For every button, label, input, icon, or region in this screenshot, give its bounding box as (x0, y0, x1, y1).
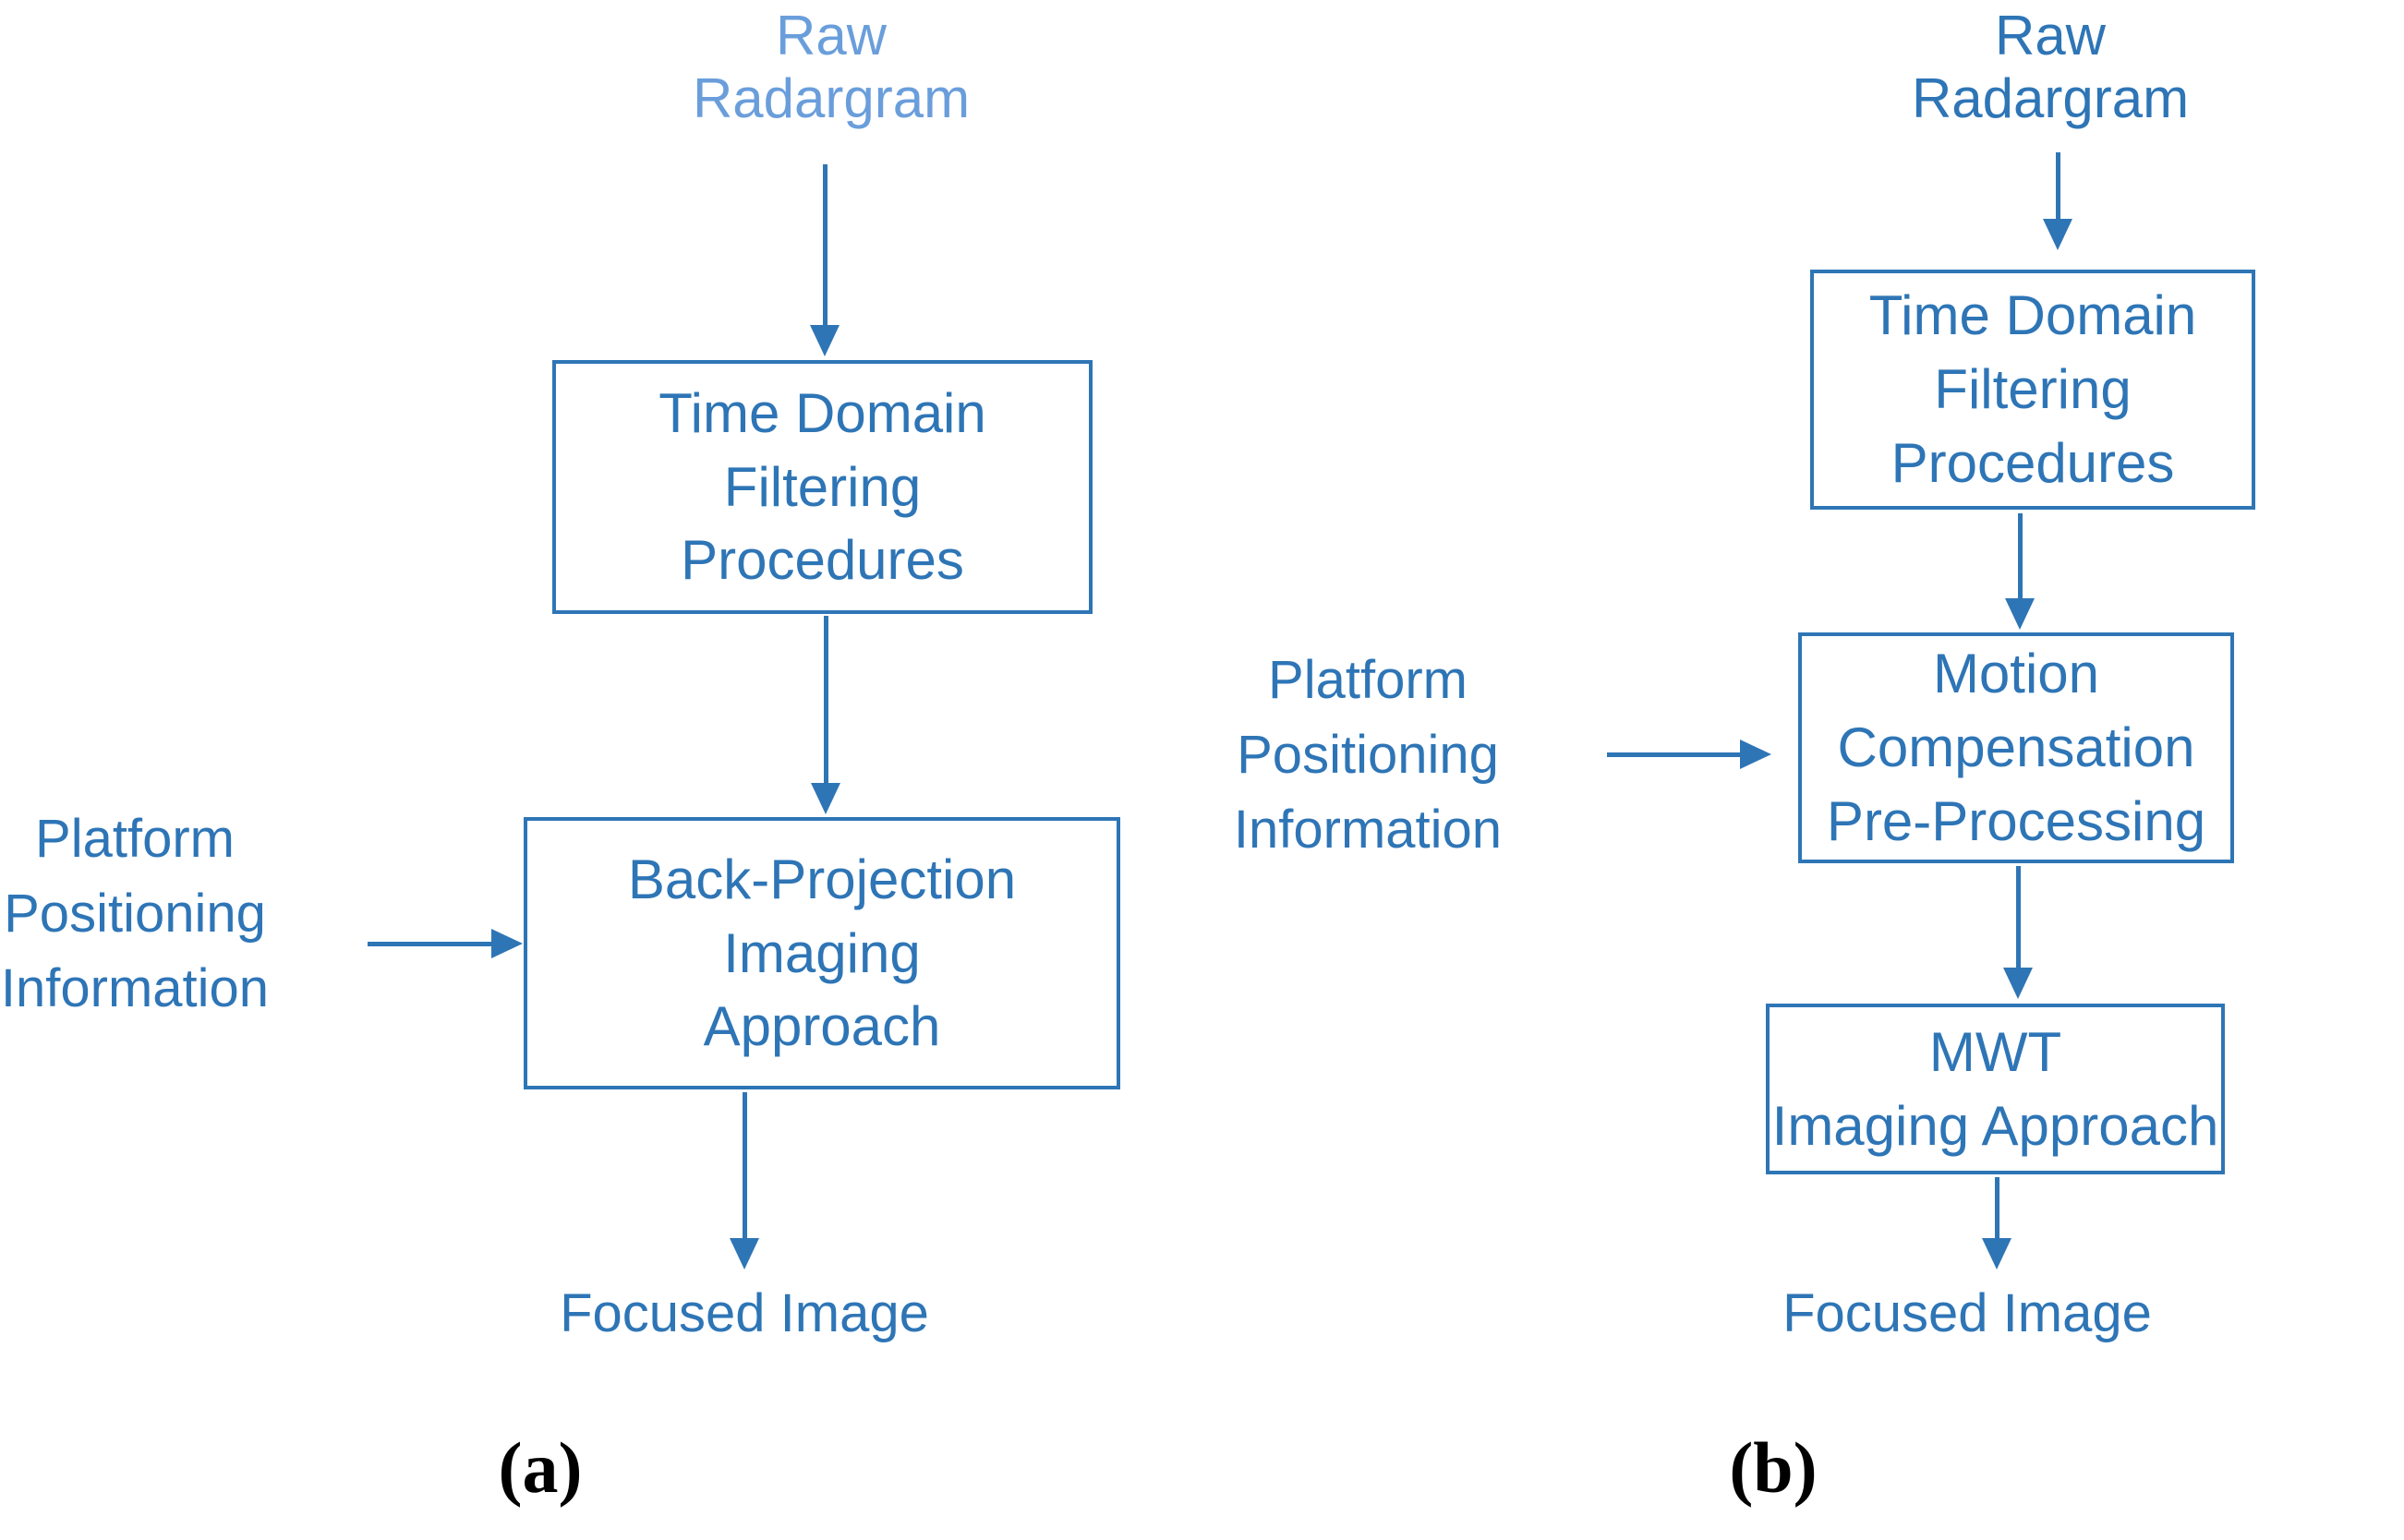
arrow-raw-to-filtering-line-a (823, 164, 828, 325)
arrow-raw-to-filtering-line-b (2056, 152, 2060, 219)
arrow-filtering-to-motioncomp-line-b (2018, 513, 2023, 598)
panel-caption-b: (b) (1729, 1427, 1818, 1508)
arrow-backprojection-to-output-head-a (730, 1238, 759, 1269)
arrow-motioncomp-to-mwt-line-b (2016, 866, 2021, 968)
source-label-raw-radargram-b: Raw Radargram (1911, 5, 2190, 129)
arrow-mwt-to-output-head-b (1982, 1238, 2011, 1269)
box-mwt-imaging-b: MWT Imaging Approach (1766, 1004, 2225, 1174)
arrow-motioncomp-to-mwt-head-b (2003, 968, 2033, 999)
side-input-platform-positioning-b: Platform Positioning Information (1233, 650, 1503, 860)
arrow-platform-to-motioncomp-head-b (1740, 740, 1771, 769)
arrow-raw-to-filtering-head-a (810, 325, 840, 356)
panel-caption-a: (a) (498, 1427, 583, 1508)
arrow-filtering-to-backprojection-head-a (811, 783, 840, 814)
arrow-platform-to-backprojection-head-a (491, 929, 523, 958)
arrow-filtering-to-motioncomp-head-b (2005, 598, 2035, 630)
box-time-domain-filtering-a: Time Domain Filtering Procedures (552, 360, 1093, 614)
box-motion-compensation-b: Motion Compensation Pre-Processing (1798, 632, 2234, 863)
arrow-mwt-to-output-line-b (1995, 1177, 1999, 1238)
source-label-raw-radargram-a: Raw Radargram (692, 5, 971, 129)
arrow-backprojection-to-output-line-a (743, 1092, 747, 1238)
arrow-filtering-to-backprojection-line-a (824, 616, 828, 783)
arrow-platform-to-motioncomp-line-b (1607, 752, 1742, 757)
box-time-domain-filtering-b: Time Domain Filtering Procedures (1810, 270, 2255, 510)
output-label-focused-image-a: Focused Image (560, 1283, 929, 1343)
arrow-raw-to-filtering-head-b (2043, 219, 2072, 250)
side-input-platform-positioning-a: Platform Positioning Information (0, 809, 270, 1019)
arrow-platform-to-backprojection-line-a (368, 942, 493, 946)
output-label-focused-image-b: Focused Image (1782, 1283, 2152, 1343)
box-back-projection-imaging-a: Back-Projection Imaging Approach (524, 817, 1120, 1089)
